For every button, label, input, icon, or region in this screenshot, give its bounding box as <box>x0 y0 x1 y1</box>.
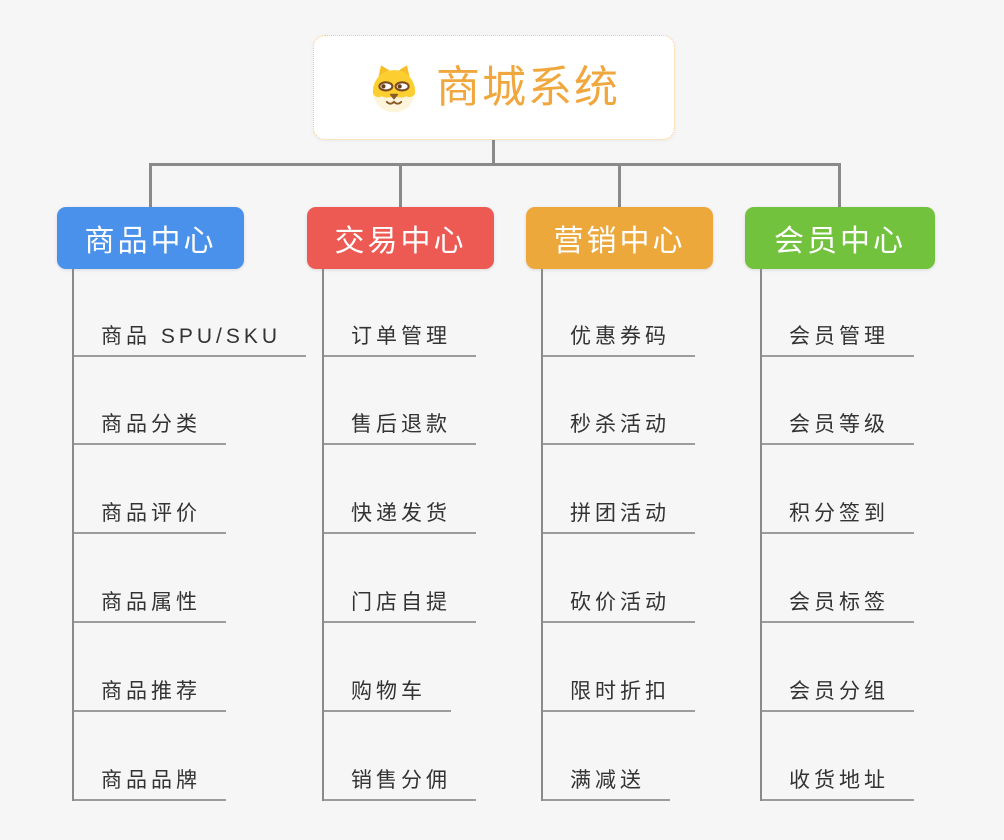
leaf-node[interactable]: 快递发货 <box>324 503 476 534</box>
leaf-node[interactable]: 商品分类 <box>74 414 226 445</box>
leaf-node[interactable]: 商品属性 <box>74 592 226 623</box>
dog-face-icon <box>372 64 416 112</box>
connector-root-stub <box>492 140 495 164</box>
branch-node-member-center[interactable]: 会员中心 <box>745 207 935 269</box>
connector-drop-member <box>838 163 841 207</box>
connector-drop-product <box>149 163 152 207</box>
leaf-node[interactable]: 销售分佣 <box>324 770 476 801</box>
leaf-node[interactable]: 门店自提 <box>324 592 476 623</box>
leaf-node[interactable]: 商品品牌 <box>74 770 226 801</box>
leaf-node[interactable]: 商品评价 <box>74 503 226 534</box>
root-node-title: 商城系统 <box>436 62 620 112</box>
leaf-node[interactable]: 积分签到 <box>762 503 914 534</box>
leaf-node[interactable]: 会员管理 <box>762 326 914 357</box>
connector-horizontal-bar <box>149 163 841 166</box>
leaf-node[interactable]: 售后退款 <box>324 414 476 445</box>
leaf-node[interactable]: 会员标签 <box>762 592 914 623</box>
leaf-node[interactable]: 商品 SPU/SKU <box>74 326 307 357</box>
leaf-node[interactable]: 满减送 <box>543 770 670 801</box>
leaf-node[interactable]: 订单管理 <box>324 326 476 357</box>
branch-trunk-marketing: 优惠券码 秒杀活动 拼团活动 砍价活动 限时折扣 满减送 <box>541 269 783 801</box>
branch-node-trade-center[interactable]: 交易中心 <box>307 207 494 269</box>
leaf-node[interactable]: 会员分组 <box>762 681 914 712</box>
leaf-node[interactable]: 拼团活动 <box>543 503 695 534</box>
branch-node-marketing-center[interactable]: 营销中心 <box>526 207 713 269</box>
branch-node-product-center[interactable]: 商品中心 <box>57 207 244 269</box>
leaf-node[interactable]: 优惠券码 <box>543 326 695 357</box>
connector-drop-marketing <box>618 163 621 207</box>
connector-drop-trade <box>399 163 402 207</box>
leaf-node[interactable]: 商品推荐 <box>74 681 226 712</box>
leaf-node[interactable]: 会员等级 <box>762 414 914 445</box>
leaf-node[interactable]: 秒杀活动 <box>543 414 695 445</box>
branch-trunk-product: 商品 SPU/SKU 商品分类 商品评价 商品属性 商品推荐 商品品牌 <box>72 269 314 801</box>
leaf-node[interactable]: 限时折扣 <box>543 681 695 712</box>
leaf-node[interactable]: 砍价活动 <box>543 592 695 623</box>
root-node-mall-system[interactable]: 商城系统 <box>313 35 675 140</box>
leaf-node[interactable]: 收货地址 <box>762 770 914 801</box>
branch-trunk-trade: 订单管理 售后退款 快递发货 门店自提 购物车 销售分佣 <box>322 269 564 801</box>
leaf-node[interactable]: 购物车 <box>324 681 451 712</box>
branch-trunk-member: 会员管理 会员等级 积分签到 会员标签 会员分组 收货地址 <box>760 269 1002 801</box>
